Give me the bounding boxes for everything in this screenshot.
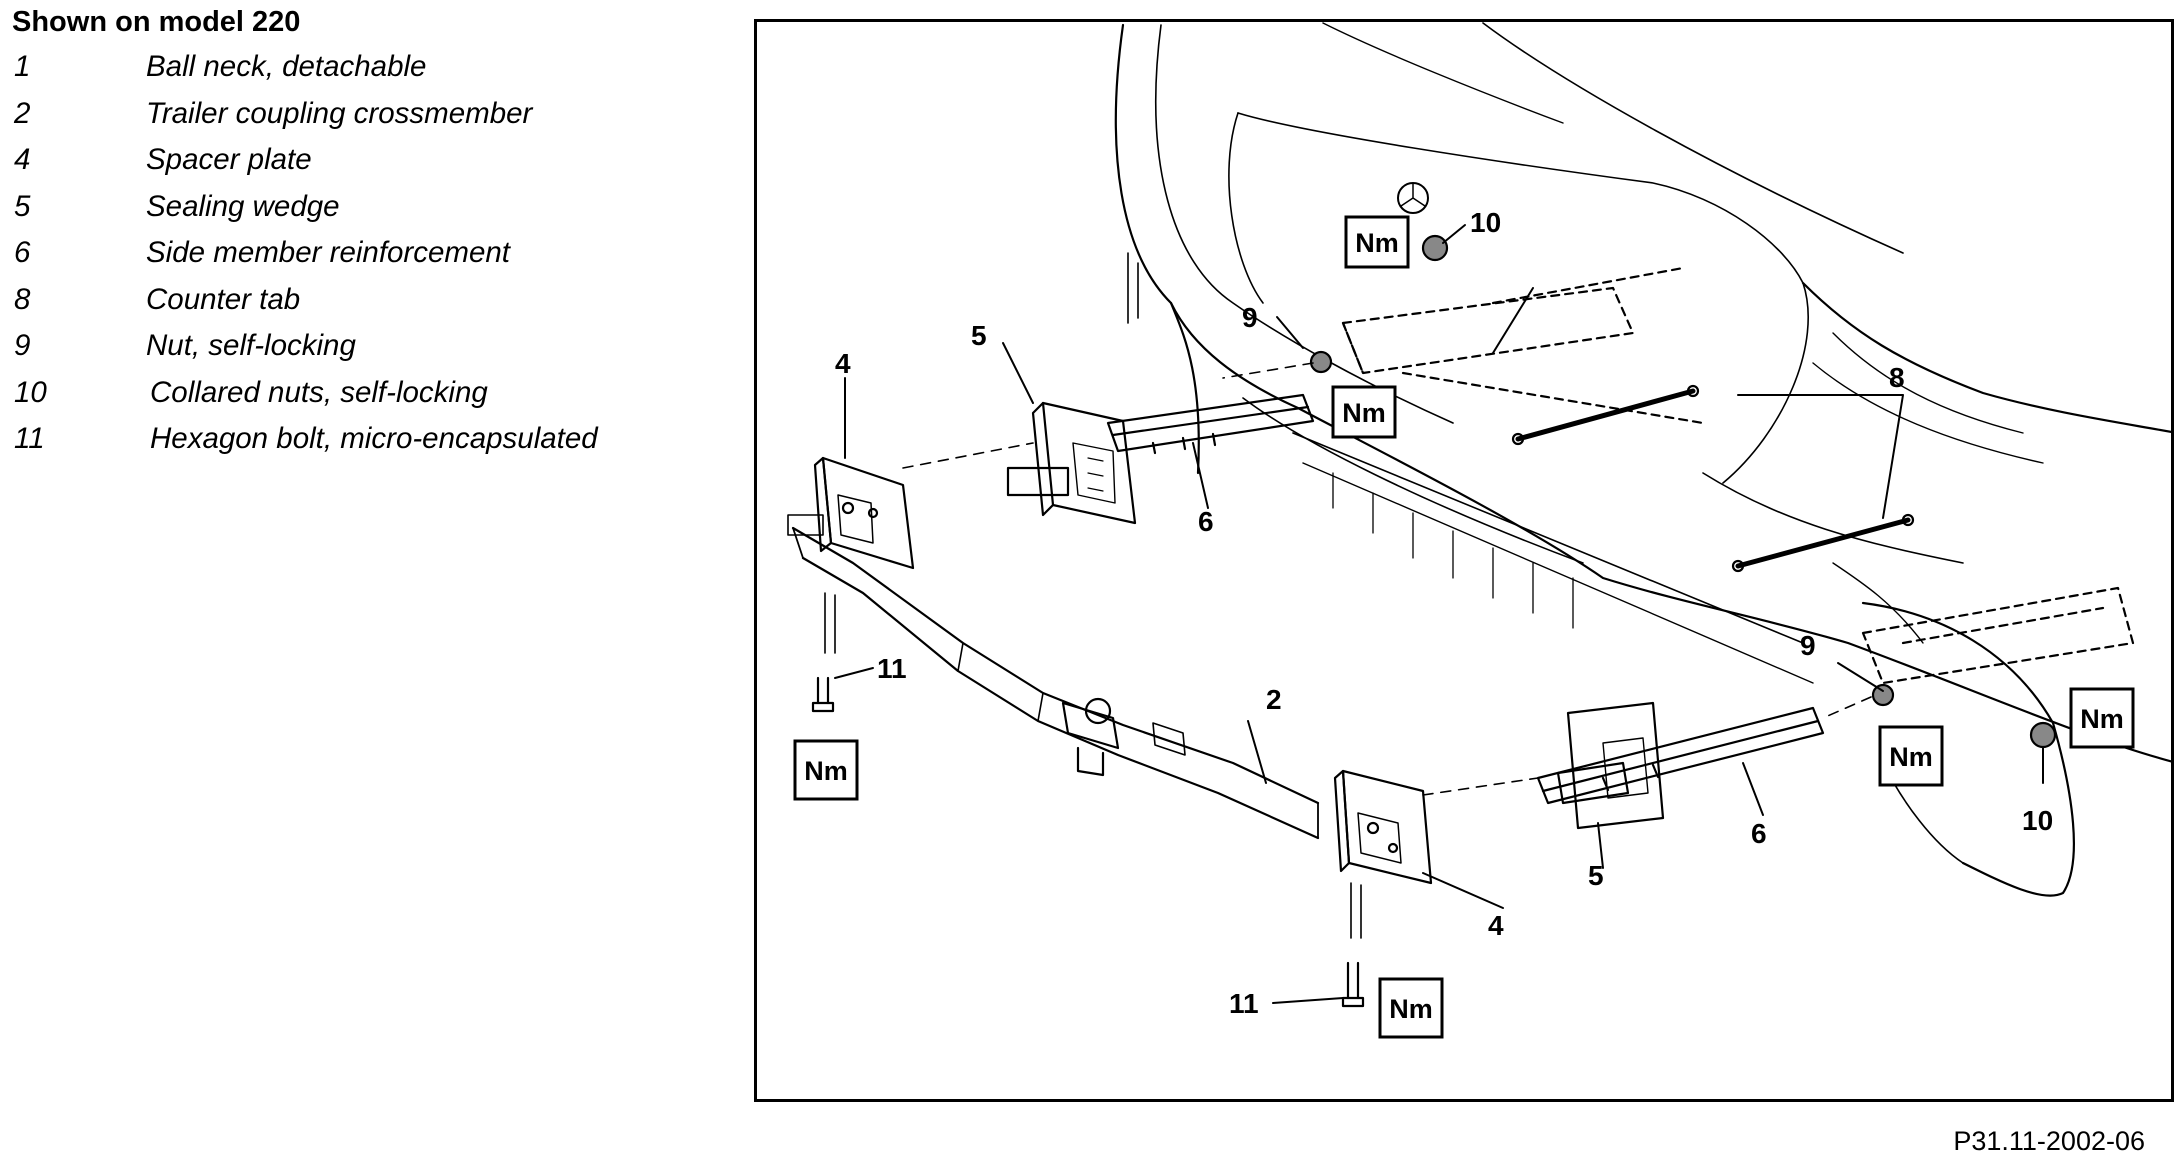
- callout-label: 10: [2022, 805, 2053, 836]
- sealing-wedge-right: [1556, 701, 1665, 830]
- legend-item-text: Ball neck, detachable: [146, 50, 427, 83]
- trailer-coupling-crossmember: [791, 526, 1320, 840]
- sealing-wedge-left: [1006, 401, 1137, 525]
- callout-label: 5: [1588, 860, 1604, 891]
- callout-label: 4: [1488, 910, 1504, 941]
- legend-item-text: Nut, self-locking: [146, 329, 356, 362]
- callout-label: 6: [1198, 506, 1214, 537]
- legend-item-number: 5: [14, 189, 31, 223]
- torque-boxes: Nm Nm Nm Nm Nm Nm: [793, 215, 2135, 1039]
- callout-label: 2: [1266, 684, 1282, 715]
- legend-item-text: Sealing wedge: [146, 189, 340, 223]
- torque-label: Nm: [1889, 742, 1933, 772]
- callout-label: 11: [877, 653, 907, 684]
- spacer-plate-right: [1333, 769, 1433, 939]
- legend-item-text: Collared nuts, self-locking: [150, 375, 488, 409]
- callout-label: 9: [1800, 630, 1816, 661]
- vehicle-rear-body: [1114, 22, 2171, 897]
- torque-box: Nm: [1344, 215, 1410, 269]
- torque-label: Nm: [804, 756, 848, 786]
- legend-item-text: Spacer plate: [146, 143, 312, 176]
- torque-box: Nm: [793, 739, 859, 801]
- legend-item-text: Trailer coupling crossmember: [146, 96, 533, 130]
- callout-label: 11: [1229, 988, 1259, 1019]
- legend-item-number: 2: [14, 96, 31, 130]
- spacer-plate-left: [787, 456, 915, 654]
- callout-label: 5: [971, 320, 987, 351]
- exploded-view-figure: 2 4 4 5 5 6 6 8 9 9 10 10 11 11 Nm Nm: [754, 19, 2174, 1102]
- callout-label: 6: [1751, 818, 1767, 849]
- torque-label: Nm: [1342, 398, 1386, 428]
- legend-item-number: 1: [14, 50, 31, 83]
- callout-label: 9: [1242, 302, 1258, 333]
- torque-box: Nm: [1878, 725, 1944, 787]
- torque-box: Nm: [2069, 687, 2135, 749]
- legend-item-text: Counter tab: [146, 282, 301, 316]
- torque-label: Nm: [1355, 228, 1399, 258]
- callout-label: 4: [835, 348, 851, 379]
- hexagon-bolt: [811, 676, 1365, 1008]
- legend-item-text: Side member reinforcement: [146, 236, 510, 269]
- legend-item-number: 6: [14, 236, 31, 269]
- hidden-reinforcement-outline: [1341, 266, 2135, 685]
- callout-label: 8: [1889, 362, 1905, 393]
- exploded-view-drawing: 2 4 4 5 5 6 6 8 9 9 10 10 11 11 Nm Nm: [787, 22, 2171, 1039]
- self-locking-nut: [1309, 234, 2057, 749]
- counter-tab: [1511, 384, 1915, 573]
- torque-label: Nm: [2080, 704, 2124, 734]
- assembly-lines: [902, 362, 1872, 796]
- legend-item-number: 4: [14, 143, 31, 176]
- legend-item-number: 10: [14, 375, 47, 409]
- leader-lines: [834, 224, 2044, 1004]
- torque-box: Nm: [1378, 977, 1444, 1039]
- legend-title: Shown on model 220: [12, 6, 301, 38]
- torque-label: Nm: [1389, 994, 1433, 1024]
- legend-item-text: Hexagon bolt, micro-encapsulated: [150, 422, 598, 455]
- figure-reference-number: P31.11-2002-06: [1953, 1126, 2145, 1156]
- callout-labels: 2 4 4 5 5 6 6 8 9 9 10 10 11 11: [835, 207, 2053, 1019]
- side-member-reinforcement-right: [1536, 706, 1825, 805]
- side-member-reinforcement-left: [1106, 393, 1315, 455]
- legend-item-number: 11: [14, 422, 45, 455]
- legend-item-number: 9: [14, 329, 31, 362]
- callout-label: 10: [1470, 207, 1501, 238]
- torque-box: Nm: [1331, 385, 1397, 439]
- legend-item-number: 8: [14, 282, 31, 316]
